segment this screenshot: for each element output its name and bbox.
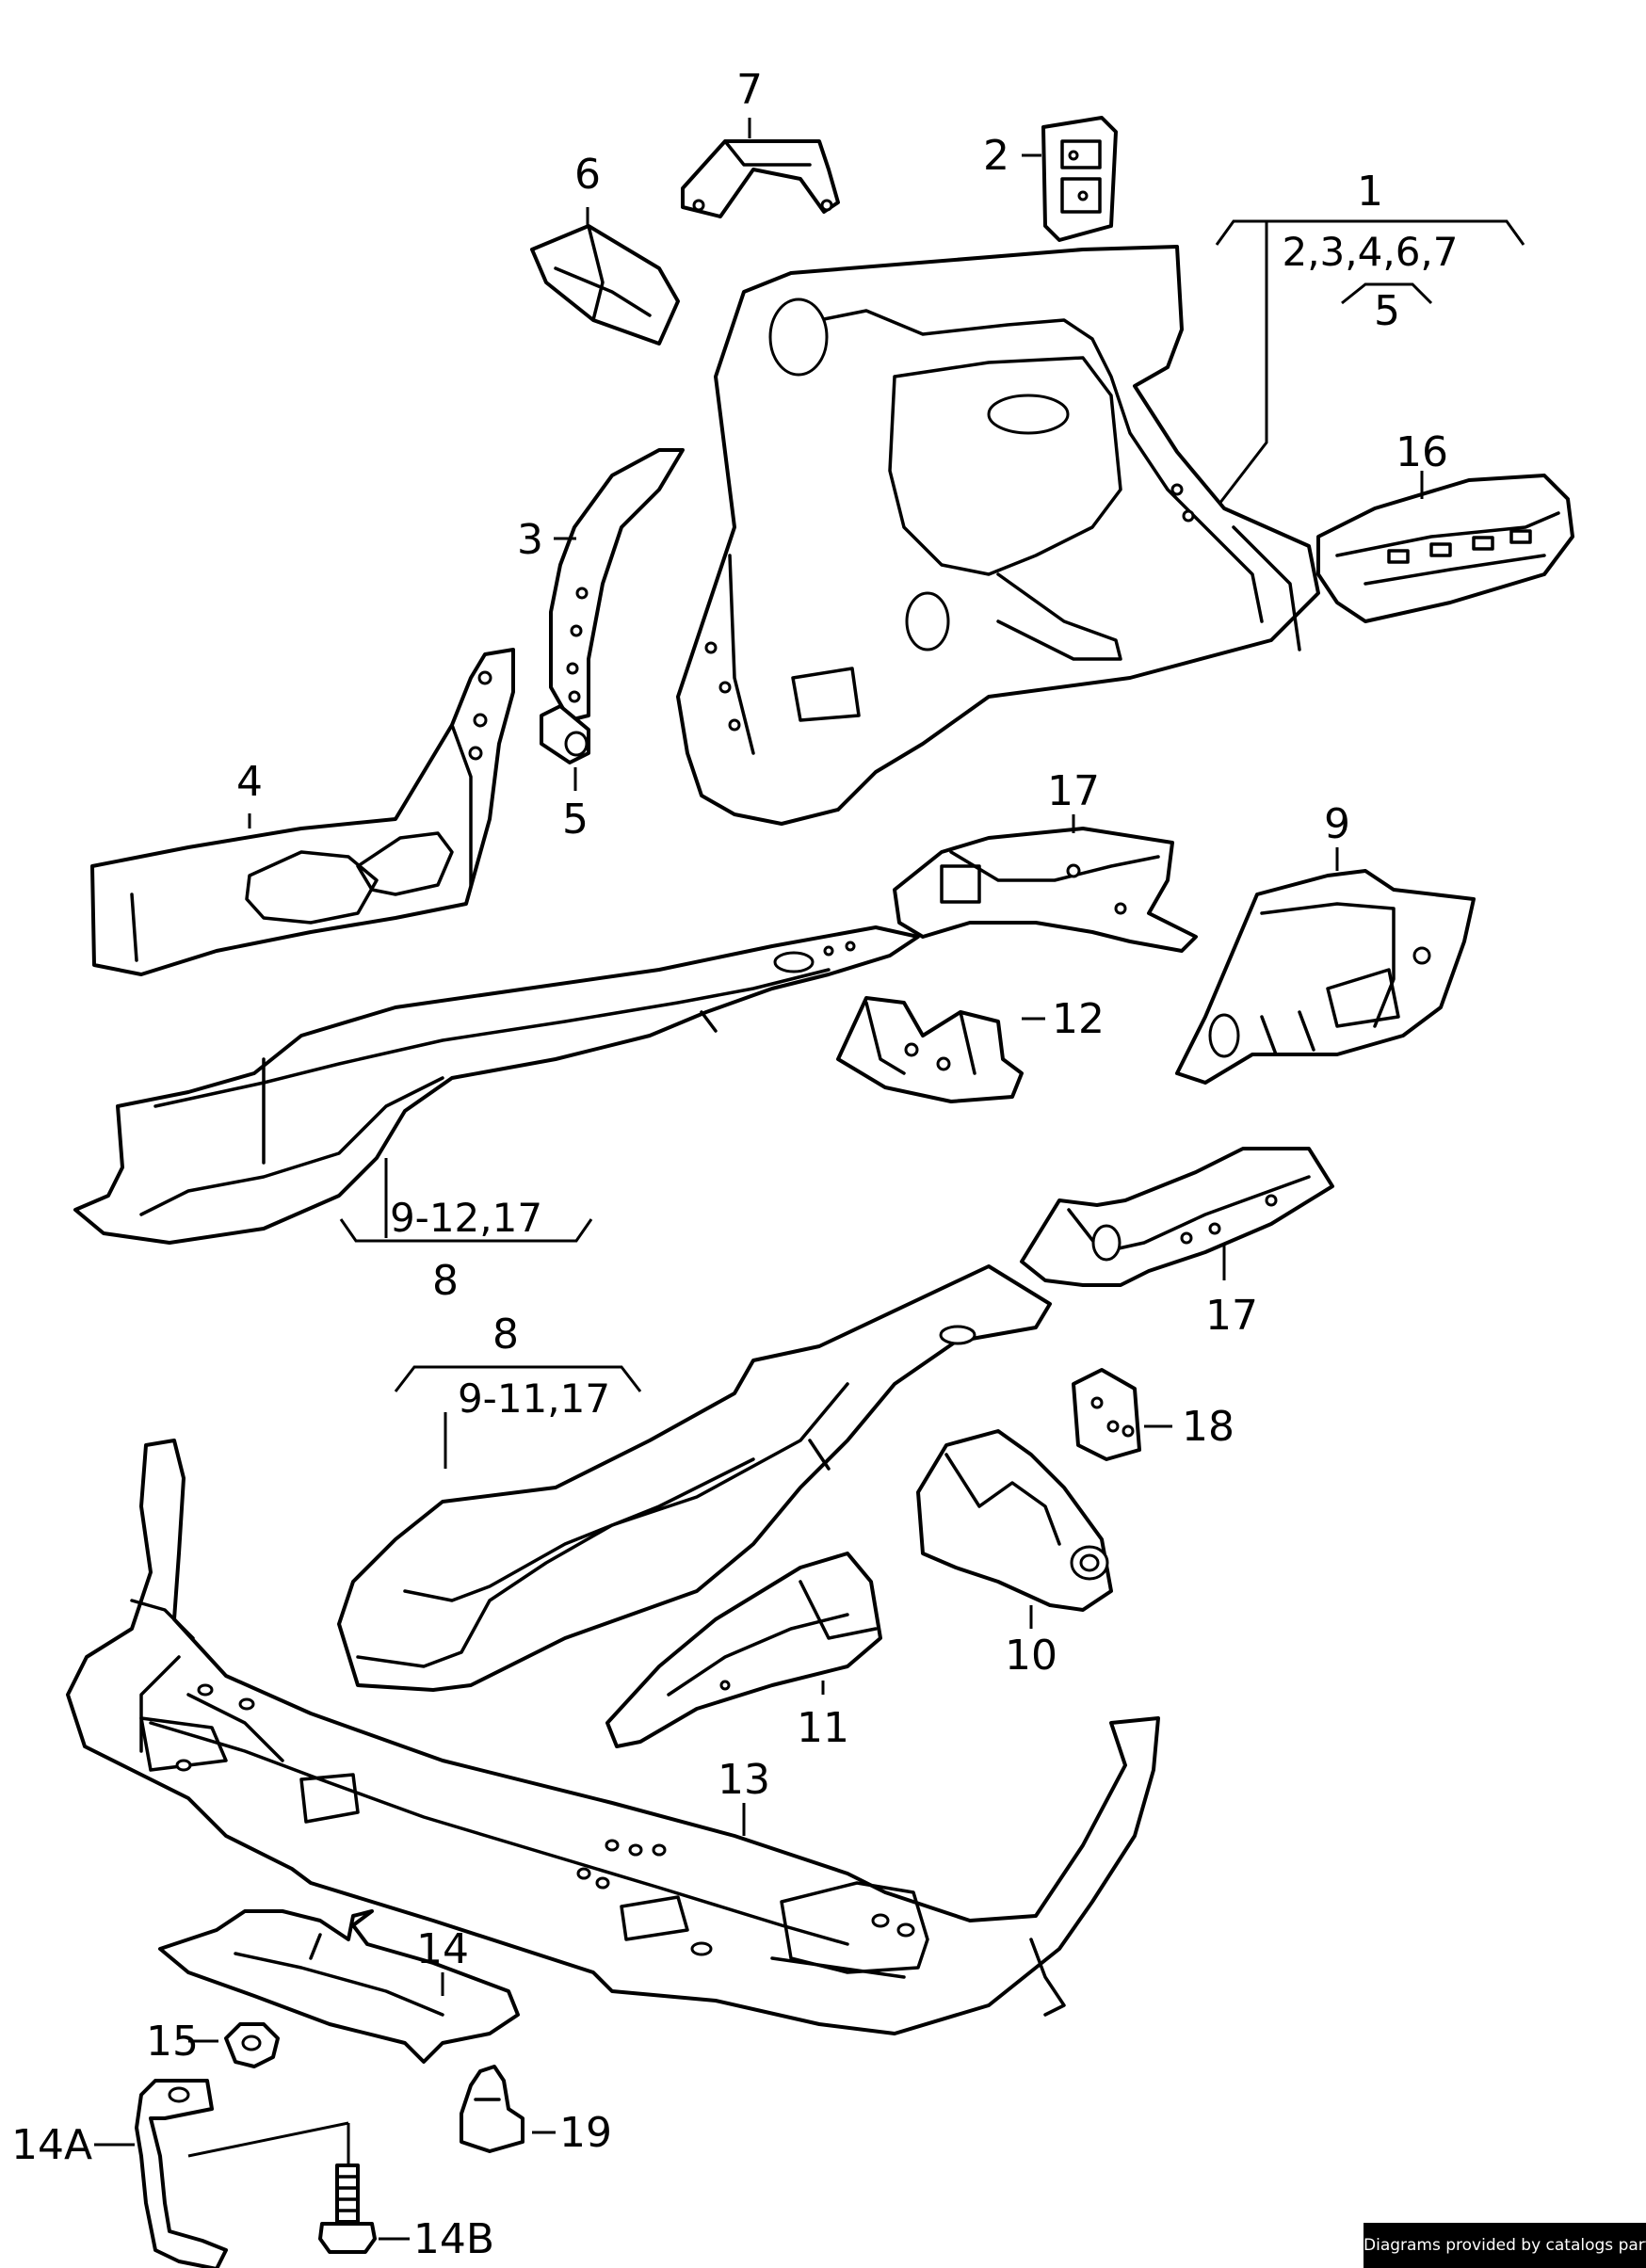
callout-18: 18 [1182, 1403, 1234, 1451]
callout-5: 5 [562, 796, 589, 844]
part-1-wheelhouse-assembly[interactable] [676, 245, 1320, 826]
callout-9: 9 [1324, 800, 1350, 848]
part-7-bracket[interactable] [681, 139, 840, 218]
part-19-bump-stop[interactable] [460, 2065, 524, 2153]
part-13-rear-crossmember[interactable] [66, 1439, 1160, 2035]
part-5-bushing[interactable] [540, 704, 590, 764]
callout-12: 12 [1052, 995, 1105, 1043]
callout-14: 14 [416, 1925, 469, 1973]
part-2-plate[interactable] [1041, 116, 1118, 242]
callout-7: 7 [736, 66, 763, 114]
part-10-mount-bracket[interactable] [916, 1429, 1113, 1612]
callout-3: 3 [517, 516, 543, 564]
part-15-nut[interactable] [224, 2022, 280, 2068]
callout-1: 1 [1357, 168, 1383, 216]
callout-16: 16 [1396, 428, 1448, 476]
leader-lines [94, 118, 1424, 2241]
part-4-panel[interactable] [90, 648, 515, 976]
callout-8a: 8 [432, 1257, 459, 1305]
group-braces [339, 219, 1525, 1392]
part-12-bracket[interactable] [836, 996, 1024, 1103]
callout-11: 11 [797, 1704, 849, 1752]
part-14-bracket[interactable] [158, 1909, 520, 2064]
callout-1-group: 2,3,4,6,7 [1282, 229, 1458, 275]
callout-19: 19 [559, 2109, 612, 2157]
callout-8b: 8 [492, 1311, 519, 1359]
callout-13: 13 [718, 1756, 770, 1804]
part-14a-bent-bracket[interactable] [135, 2079, 350, 2268]
callout-8a-group: 9-12,17 [390, 1195, 542, 1241]
part-8-lower-side-member[interactable] [337, 1264, 1052, 1692]
part-14b-bolt[interactable] [318, 2163, 377, 2254]
part-18-plate[interactable] [1072, 1368, 1141, 1461]
callout-1-sub: 5 [1374, 287, 1400, 335]
callout-6: 6 [574, 151, 601, 199]
part-17-upper-crossmember[interactable] [893, 827, 1198, 953]
part-6-reinforcement[interactable] [530, 224, 680, 346]
callout-14a: 14A [11, 2121, 92, 2169]
part-8-upper-side-rail[interactable] [73, 925, 920, 1245]
callout-4: 4 [236, 758, 263, 806]
part-9-rear-panel[interactable] [1175, 869, 1476, 1085]
part-16-rear-member[interactable] [1316, 474, 1574, 623]
callout-17a: 17 [1047, 767, 1100, 815]
callouts: 1 2,3,4,6,7 5 2 3 4 5 6 7 8 9-12,17 8 9-… [11, 66, 1459, 2263]
callout-14b: 14B [413, 2215, 494, 2263]
callout-17b: 17 [1205, 1292, 1258, 1340]
footer-credit: Diagrams provided by catalogs parts [1364, 2223, 1646, 2268]
part-17-lower-crossmember[interactable] [1020, 1147, 1334, 1287]
part-11-reinforcement[interactable] [605, 1552, 882, 1748]
callout-2: 2 [983, 132, 1009, 180]
callout-8b-group: 9-11,17 [458, 1375, 610, 1422]
callout-15: 15 [146, 2018, 199, 2066]
callout-10: 10 [1005, 1632, 1057, 1680]
part-3-wheelarch-rail[interactable] [549, 448, 685, 722]
